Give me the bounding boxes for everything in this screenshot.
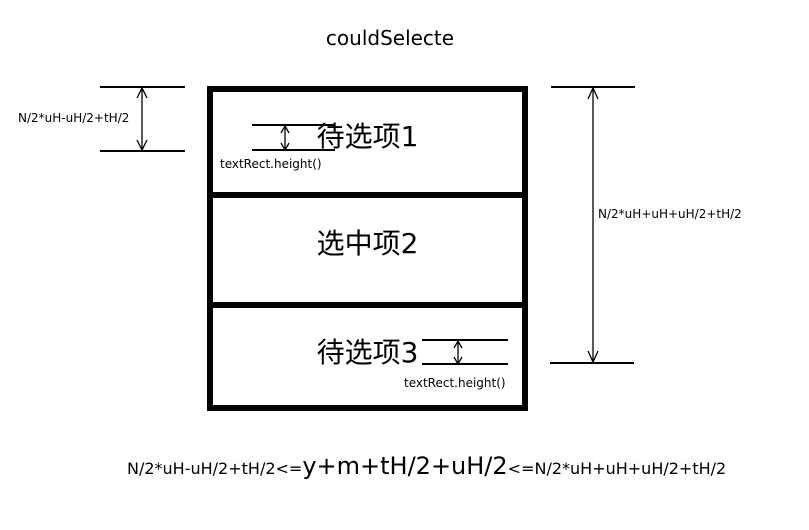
row3-text-height-label: textRect.height() — [404, 376, 506, 390]
row3-text-height-arrow-icon — [453, 339, 463, 366]
constraint-formula: N/2*uH-uH/2+tH/2<=y+m+tH/2+uH/2<=N/2*uH+… — [127, 452, 726, 480]
right-measure-arrow-icon — [587, 86, 599, 364]
right-measure-bottom-tick — [550, 362, 634, 364]
row-divider-2 — [213, 302, 522, 308]
row1-text-measure-top-tick — [252, 124, 335, 126]
formula-middle-term: y+m+tH/2+uH/2 — [302, 452, 508, 480]
left-measure-bottom-tick — [100, 150, 185, 152]
row3-text-measure-bottom-tick — [422, 363, 508, 365]
formula-left-term: N/2*uH-uH/2+tH/2<= — [127, 459, 303, 478]
row1-text-height-arrow-icon — [280, 124, 290, 152]
row1-text-measure-bottom-tick — [252, 149, 335, 151]
left-measure-arrow-icon — [136, 86, 148, 152]
row-divider-1 — [213, 192, 522, 198]
left-measure-top-tick — [100, 86, 185, 88]
left-measure-label: N/2*uH-uH/2+tH/2 — [18, 111, 130, 125]
right-measure-label: N/2*uH+uH+uH/2+tH/2 — [598, 207, 742, 221]
formula-right-term: <=N/2*uH+uH+uH/2+tH/2 — [507, 459, 727, 478]
row3-text-measure-top-tick — [422, 339, 508, 341]
list-box — [207, 86, 528, 411]
candidate-item-3-label: 待选项3 — [316, 336, 419, 369]
candidate-item-1-label: 待选项1 — [316, 120, 419, 153]
row1-text-height-label: textRect.height() — [220, 157, 322, 171]
selected-item-2-label: 选中项2 — [316, 227, 419, 260]
diagram-title: couldSelecte — [325, 26, 455, 50]
